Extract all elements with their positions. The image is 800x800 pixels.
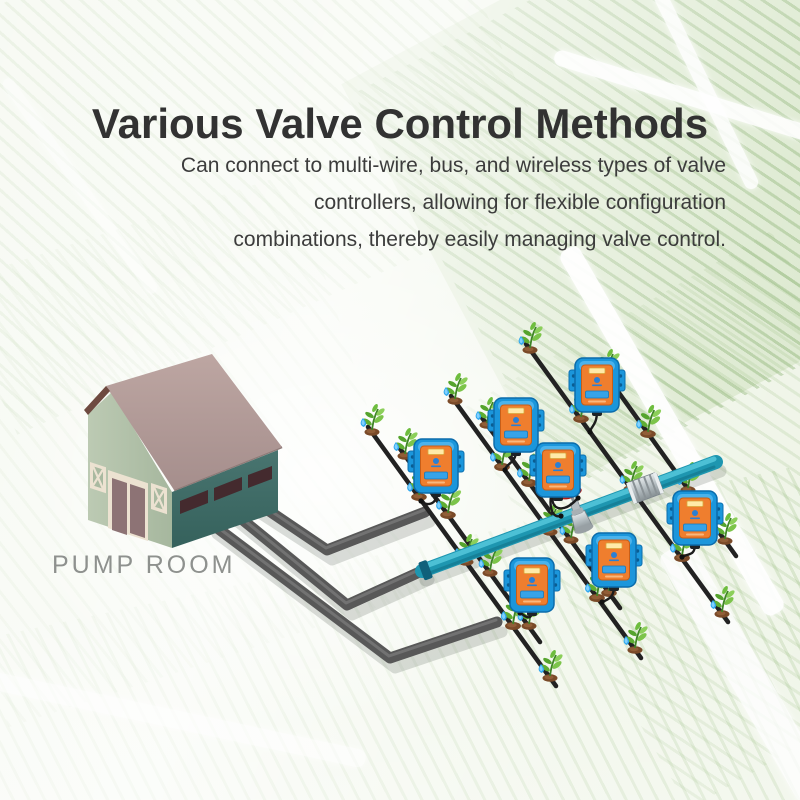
barn-door-panel — [112, 478, 127, 535]
pipe-shadow — [211, 464, 727, 674]
valve-controller-icon — [568, 357, 626, 417]
seedling-icon — [359, 402, 387, 437]
seedling-icon — [537, 648, 565, 683]
pipe-end-collar — [418, 560, 433, 581]
valve-controller-icon — [487, 397, 545, 457]
barn-window-strip — [248, 466, 272, 488]
main-water-pipe — [415, 455, 723, 581]
barn-x-window — [151, 483, 167, 515]
barn-door-panel — [130, 484, 145, 538]
valve-controller-icon — [529, 442, 587, 502]
subtitle-line: controllers, allowing for flexible confi… — [313, 191, 726, 214]
barn-x-window — [90, 462, 106, 494]
barn-window-strip — [214, 477, 242, 501]
valve-controller-icon — [585, 532, 643, 592]
pump-room-building — [84, 354, 283, 548]
seedling-icon — [622, 620, 650, 655]
page-subtitle: Can connect to multi-wire, bus, and wire… — [181, 147, 726, 258]
valve-controller-icon — [503, 557, 561, 617]
valve-controller-icon — [407, 438, 465, 498]
barn-roof-trim — [84, 386, 110, 415]
seedling-icon — [442, 371, 470, 406]
seedling-icon — [709, 584, 737, 619]
seedling-icon — [517, 320, 545, 355]
supply-pipes — [206, 494, 503, 664]
subtitle-line: combinations, thereby easily managing va… — [233, 228, 726, 251]
page-title: Various Valve Control Methods — [91, 100, 709, 148]
barn-window-strip — [180, 490, 208, 514]
subtitle-line: Can connect to multi-wire, bus, and wire… — [180, 154, 726, 177]
pump-room-label: PUMP ROOM — [52, 551, 236, 579]
valve-controller-icon — [666, 490, 724, 550]
seedling-icon — [635, 402, 664, 439]
pipe-coupling-icon — [626, 472, 664, 504]
barn-roof — [106, 354, 282, 490]
